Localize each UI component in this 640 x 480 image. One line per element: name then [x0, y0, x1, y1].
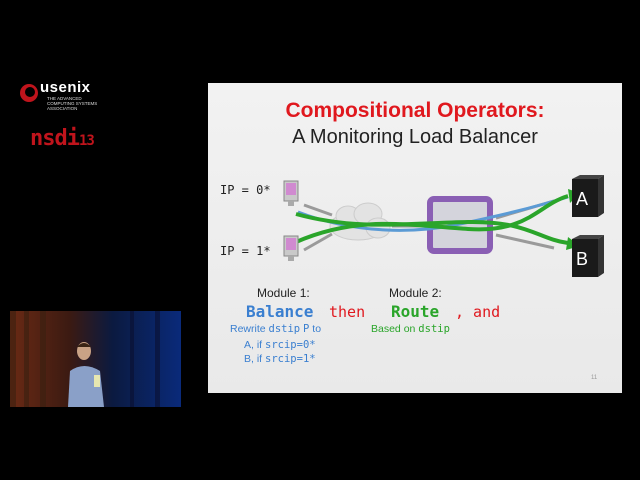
module2-label: Module 2: [389, 286, 442, 300]
computer-icon-top [283, 180, 299, 206]
route-keyword: Route [391, 302, 440, 321]
nsdi-logo: nsdi13 [30, 126, 95, 151]
speaker-video [10, 311, 181, 407]
usenix-wordmark: usenix [40, 79, 91, 96]
then-keyword: then [329, 303, 366, 321]
green-flow-top [295, 212, 569, 245]
network-diagram: A B [283, 175, 604, 277]
route-note: Based on dstip [371, 323, 450, 335]
and-keyword: , and [455, 303, 501, 321]
rule-b: B, if srcip=1* [244, 353, 316, 365]
green-flow-bottom [295, 194, 569, 244]
computer-icon-bottom [283, 235, 299, 261]
nsdi-year: 13 [78, 133, 95, 149]
nsdi-name: nsdi [30, 126, 80, 151]
speaker-figure [10, 311, 160, 407]
module1-label: Module 1: [257, 286, 310, 300]
rule-a: A, if srcip=0* [244, 339, 316, 351]
slide-subtitle: A Monitoring Load Balancer [292, 126, 538, 148]
slide-title: Compositional Operators: [285, 99, 545, 122]
usenix-logo-icon [20, 84, 38, 102]
server-b-icon: B [572, 235, 604, 277]
rewrite-note: Rewrite dstip P to [230, 323, 322, 335]
slide-page-number: 11 [591, 375, 598, 381]
server-a-label: A [576, 189, 588, 209]
ip-label-0: IP = 0* [220, 183, 271, 197]
server-b-label: B [576, 249, 588, 269]
presentation-slide: A B Compositional Operators: A Monitorin… [208, 83, 622, 393]
balance-keyword: Balance [246, 302, 314, 321]
usenix-tagline: THE ADVANCED COMPUTING SYSTEMS ASSOCIATI… [47, 96, 98, 111]
ip-label-1: IP = 1* [220, 244, 271, 258]
server-a-icon: A [572, 175, 604, 217]
